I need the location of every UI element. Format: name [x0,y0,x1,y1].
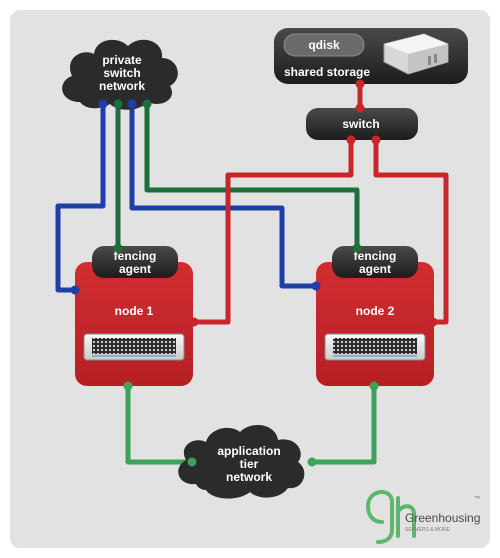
gh-logo-mark [365,489,416,544]
wire-red-node1 [191,137,354,325]
node2-label: node 2 [356,304,395,318]
qdisk-pill [283,33,365,57]
node-2: node 2 [316,262,434,386]
fencing-agent-2: fencing agent [332,246,418,278]
node-1: node 1 [75,262,193,386]
private-network-label-3: network [99,79,145,93]
greenhousing-logo: Greenhousing SERVERS & MORE ™ [365,489,480,544]
switch: switch [306,108,418,140]
private-network-label-1: private [102,53,142,67]
wire-green-fencing2 [144,101,360,253]
fencing-agent-1-label-1: fencing [114,249,157,263]
private-network-label-2: switch [103,66,140,80]
app-network-label-3: network [226,470,272,484]
switch-label: switch [342,117,379,131]
trademark-mark: ™ [474,495,480,502]
fencing-agent-1: fencing agent [92,246,178,278]
connector-dots [70,79,438,467]
qdisk-label: qdisk [308,38,340,52]
storage-device-icon [383,33,449,75]
shared-storage-label: shared storage [284,65,370,79]
logo-brand: Greenhousing [405,511,480,525]
fencing-agent-2-label-2: agent [359,262,391,276]
node1-label: node 1 [115,304,154,318]
application-network-cloud: application tier network [178,425,305,499]
wire-app-node1 [125,383,195,465]
wire-app-node2 [309,383,377,465]
wire-blue-node1 [55,101,106,293]
server-icon-node2 [324,333,426,361]
wire-red-node2 [373,137,449,325]
private-network-cloud: private switch network [62,39,178,110]
fencing-agent-1-label-2: agent [119,262,151,276]
app-network-label-2: tier [240,457,259,471]
logo-tagline: SERVERS & MORE [405,527,451,533]
server-icon-node1 [83,333,185,361]
shared-storage: qdisk shared storage [274,28,468,84]
fencing-agent-2-label-1: fencing [354,249,397,263]
app-network-label-1: application [217,444,280,458]
wire-blue-node2 [129,101,319,289]
